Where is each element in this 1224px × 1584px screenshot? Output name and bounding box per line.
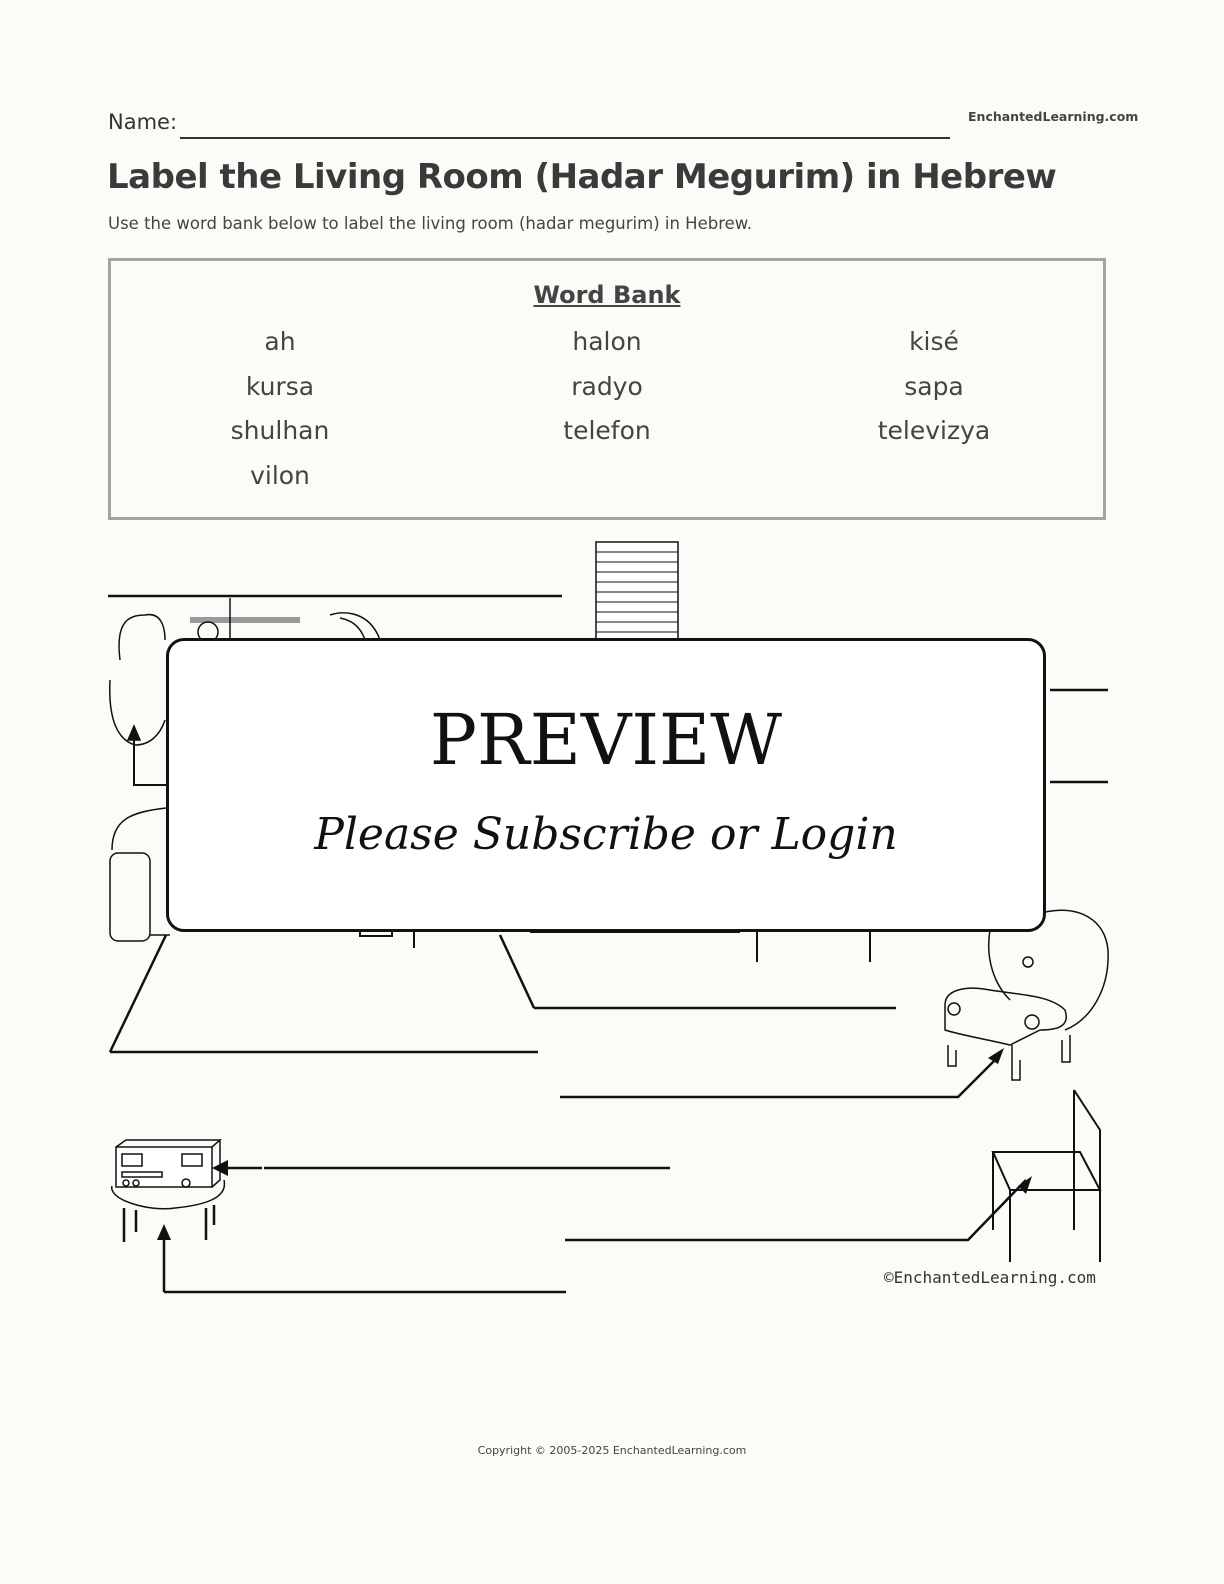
preview-overlay[interactable]: PREVIEW Please Subscribe or Login	[166, 638, 1046, 932]
word-bank-word: radyo	[571, 372, 643, 401]
radio-on-table	[111, 1139, 226, 1242]
site-link[interactable]: EnchantedLearning.com	[968, 109, 1139, 124]
name-field-line[interactable]	[180, 137, 950, 139]
word-bank-title: Word Bank	[533, 281, 681, 309]
image-credit: ©EnchantedLearning.com	[884, 1268, 1096, 1287]
chimney-bricks	[595, 541, 679, 643]
word-bank-word: sapa	[904, 372, 964, 401]
word-bank-word: halon	[572, 327, 642, 356]
word-bank-word: telefon	[563, 416, 651, 445]
instructions: Use the word bank below to label the liv…	[108, 214, 752, 233]
word-bank-word: vilon	[250, 461, 310, 490]
word-bank: Word Bank ah halon kisé kursa radyo sapa…	[108, 258, 1106, 520]
preview-title: PREVIEW	[429, 699, 783, 781]
label-arrows	[157, 1048, 1032, 1240]
word-bank-word: kisé	[909, 327, 959, 356]
word-bank-word: ah	[264, 327, 296, 356]
window-curtains	[109, 598, 381, 786]
armchair	[944, 909, 1109, 1081]
word-bank-word: televizya	[877, 416, 991, 445]
sofa	[109, 807, 170, 942]
living-room-illustration	[108, 541, 1109, 1294]
name-label: Name:	[108, 110, 178, 134]
page-title: Label the Living Room (Hadar Megurim) in…	[107, 157, 1057, 197]
word-bank-word: kursa	[245, 372, 315, 401]
word-bank-word: shulhan	[230, 416, 330, 445]
preview-subtitle[interactable]: Please Subscribe or Login	[314, 809, 898, 860]
chair	[991, 1089, 1102, 1262]
footer-copyright: Copyright © 2005-2025 EnchantedLearning.…	[477, 1444, 747, 1457]
